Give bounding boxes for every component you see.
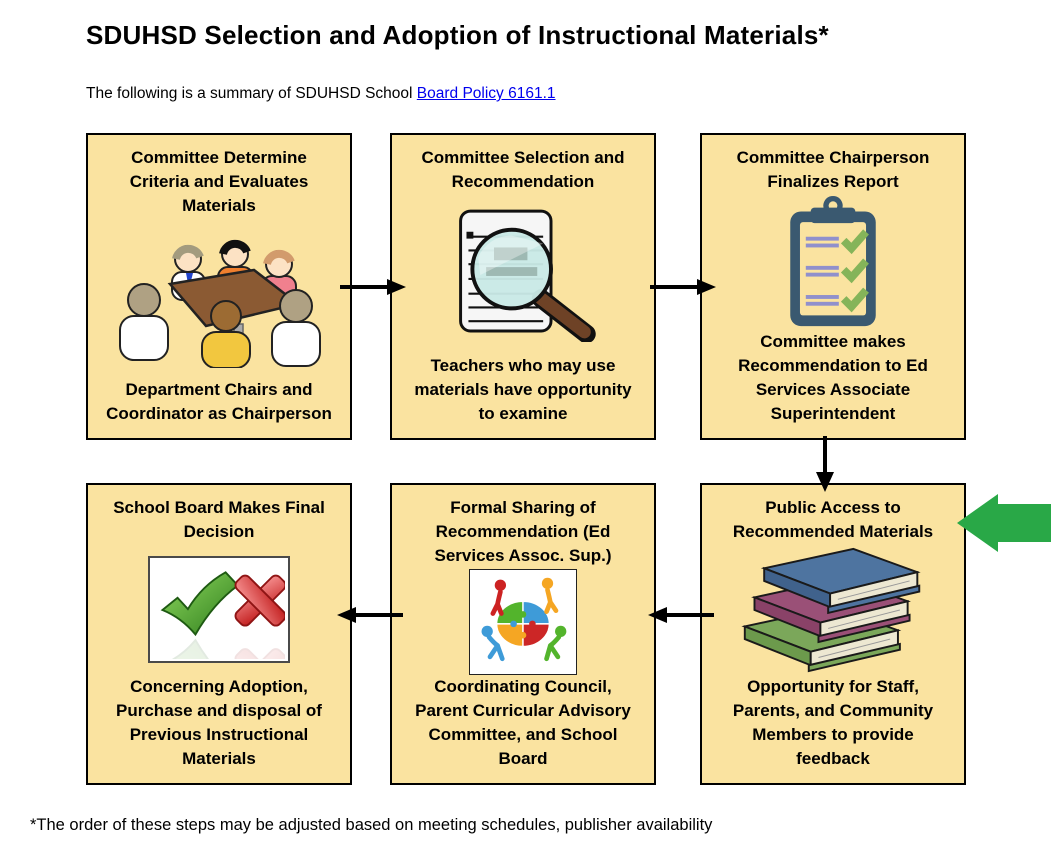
box-caption: Teachers who may use materials have oppo… [414,356,632,423]
clipboard-checklist-icon [790,195,876,327]
arrow-left-step5-step6 [337,607,403,623]
document-magnifier-clipart [459,209,596,342]
puzzle-teamwork-icon [409,568,637,675]
box-title: School Board Makes Final Decision [113,498,325,541]
arrow-right-step2-step3 [650,279,716,295]
flow-box-school-board-decision: School Board Makes Final Decision [86,483,352,785]
document-magnifier-icon [409,194,637,354]
books-stack-icon [719,544,947,675]
flow-box-committee-selection: Committee Selection and Recommendation [390,133,656,440]
box-title: Committee Chairperson Finalizes Report [736,148,930,191]
puzzle-teamwork-clipart [481,577,567,661]
books-stack-clipart [741,547,921,672]
board-policy-link[interactable]: Board Policy 6161.1 [416,85,556,102]
box-title: Committee Determine Criteria and Evaluat… [129,148,309,215]
box-caption: Opportunity for Staff, Parents, and Comm… [732,677,934,768]
flow-box-chairperson-report: Committee Chairperson Finalizes Report [700,133,966,440]
box-title: Public Access to Recommended Materials [732,498,934,541]
check-and-x-frame [148,556,290,663]
check-and-x-clipart [160,570,285,659]
puzzle-frame [469,568,577,675]
arrow-down-step3-step4 [816,436,834,492]
box-caption: Committee makes Recommendation to Ed Ser… [738,332,928,423]
flow-box-committee-criteria: Committee Determine Criteria and Evaluat… [86,133,352,440]
page-subtitle: The following is a summary of SDUHSD Sch… [86,85,556,103]
green-highlight-arrow [957,494,1051,552]
arrow-right-step1-step2 [340,279,406,295]
meeting-clipart-icon [105,218,333,378]
clipboard-checklist-icon [719,194,947,330]
arrow-left-step4-step5 [648,607,714,623]
meeting-clipart [119,239,321,368]
flow-box-public-access: Public Access to Recommended Materials [700,483,966,785]
box-caption: Concerning Adoption, Purchase and dispos… [116,677,322,768]
box-caption: Coordinating Council, Parent Curricular … [415,677,631,768]
flow-box-formal-sharing: Formal Sharing of Recommendation (Ed Ser… [390,483,656,785]
check-and-x-icon [105,544,333,675]
page-title: SDUHSD Selection and Adoption of Instruc… [86,20,829,50]
box-caption: Department Chairs and Coordinator as Cha… [106,380,332,423]
footnote: *The order of these steps may be adjuste… [30,816,713,834]
box-title: Committee Selection and Recommendation [421,148,625,191]
box-title: Formal Sharing of Recommendation (Ed Ser… [434,498,612,565]
subtitle-text: The following is a summary of SDUHSD Sch… [86,85,417,102]
